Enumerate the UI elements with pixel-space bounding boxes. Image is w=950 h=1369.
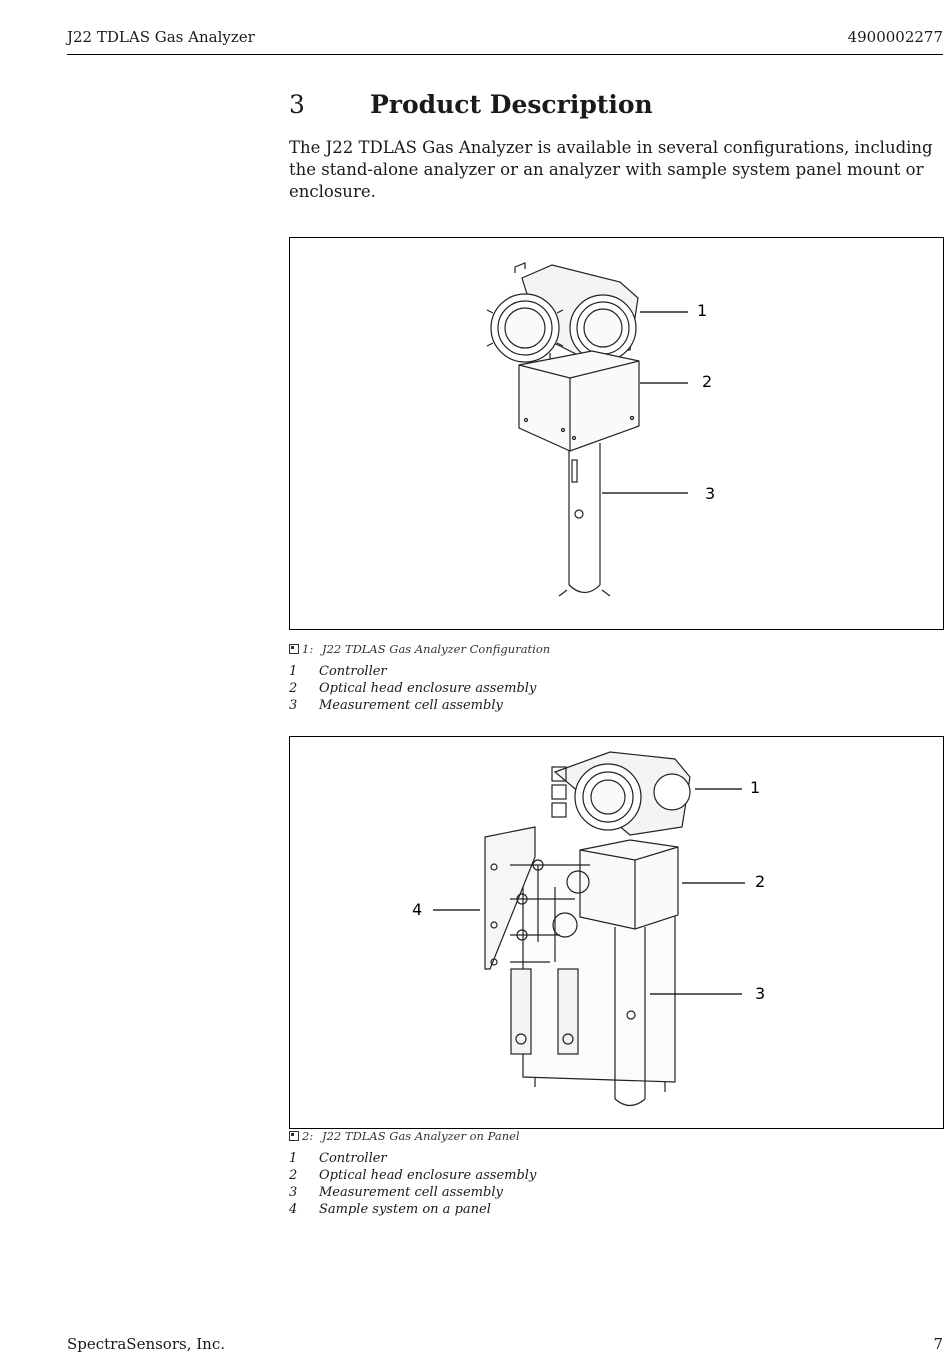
figure-1-caption: 1: J22 TDLAS Gas Analyzer Configuration xyxy=(289,642,550,656)
header-document-title: J22 TDLAS Gas Analyzer xyxy=(67,28,255,46)
section-number: 3 xyxy=(289,90,305,119)
figure-1-callout-2: 2 xyxy=(702,372,712,391)
page-header: J22 TDLAS Gas Analyzer 4900002277 xyxy=(67,26,943,55)
figure-2-caption-number: 2: xyxy=(302,1129,314,1143)
figure-1-caption-text: J22 TDLAS Gas Analyzer Configuration xyxy=(322,642,551,656)
figure-2-callout-3: 3 xyxy=(755,984,765,1003)
page-number: 7 xyxy=(933,1335,943,1353)
figure-2-callout-4: 4 xyxy=(412,900,422,919)
figure-icon xyxy=(289,644,299,654)
footer-company: SpectraSensors, Inc. xyxy=(67,1335,225,1353)
figure-2-caption-text: J22 TDLAS Gas Analyzer on Panel xyxy=(322,1129,520,1143)
figure-1-caption-number: 1: xyxy=(302,642,314,656)
figure-2-drawing: 1 2 3 4 xyxy=(412,751,765,1107)
figure-icon xyxy=(289,1131,299,1141)
section-title: Product Description xyxy=(370,90,653,119)
figure-2: 1 2 3 4 xyxy=(289,736,944,1129)
intro-paragraph: The J22 TDLAS Gas Analyzer is available … xyxy=(289,138,933,201)
figure-2-callout-1: 1 xyxy=(750,778,760,797)
figure-1-callout-1: 1 xyxy=(697,301,707,320)
figure-1-drawing: 1 2 3 xyxy=(486,262,715,597)
figure-2-callout-2: 2 xyxy=(755,872,765,891)
header-document-number: 4900002277 xyxy=(847,28,943,46)
figure-1-callout-3: 3 xyxy=(705,484,715,503)
figure-1: 1 2 3 xyxy=(289,237,944,630)
figure-2-caption: 2: J22 TDLAS Gas Analyzer on Panel xyxy=(289,1129,520,1143)
